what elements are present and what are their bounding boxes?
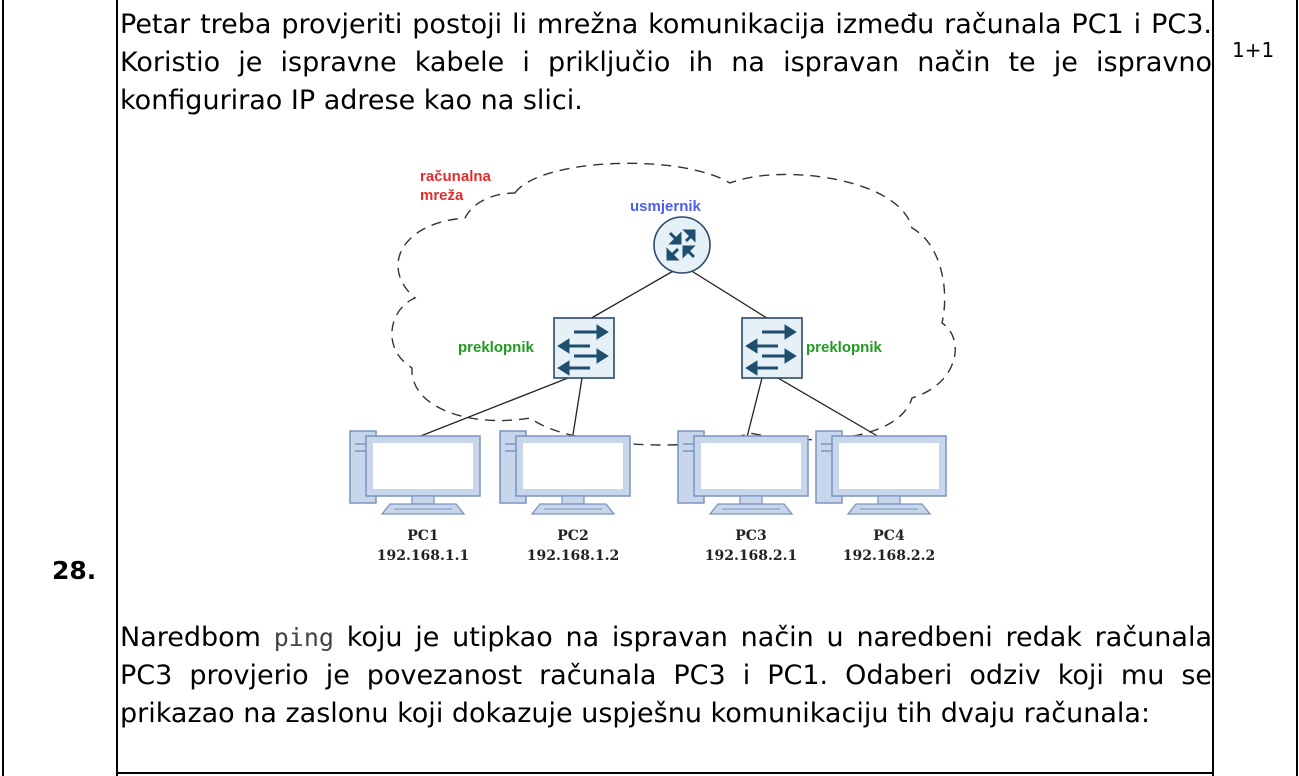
command-ping: ping [273, 623, 334, 652]
network-links [407, 269, 887, 442]
pc-ip-label: 192.168.2.1 [705, 548, 798, 564]
pc-name-label: PC3 [735, 528, 766, 544]
cloud-label-line1: računalna [420, 168, 492, 185]
question-body-after: koju je utipkao na ispravan način u nare… [120, 622, 1212, 729]
switch-left-icon [553, 317, 615, 379]
switch-left-label: preklopnik [458, 339, 535, 356]
network-diagram: računalna mreža usmjernik preklopnik pre… [349, 162, 956, 564]
question-number: 28. [52, 556, 97, 585]
pc-name-label: PC1 [407, 528, 438, 544]
question-points: 1+1 [1232, 38, 1275, 62]
pc-group: PC1 192.168.1.1 PC2 192.168.1.2 PC3 192.168.2… [349, 430, 947, 564]
switch-right-label: preklopnik [806, 339, 883, 356]
pc-name-label: PC4 [873, 528, 905, 544]
pc-icon [499, 430, 631, 515]
table-border-col1 [116, 0, 118, 776]
pc-icon [677, 430, 809, 515]
cloud-label-line2: mreža [420, 187, 464, 204]
pc-name-label: PC2 [557, 528, 588, 544]
pc-ip-label: 192.168.1.1 [377, 548, 470, 564]
pc-icon [349, 430, 481, 515]
question-body-before: Naredbom [120, 622, 274, 653]
question-intro: Petar treba provjeriti postoji li mrežna… [120, 9, 1212, 116]
switch-right-icon [741, 317, 803, 379]
network-cloud [391, 162, 956, 446]
table-border-right [1296, 0, 1298, 776]
pc-ip-label: 192.168.2.2 [843, 548, 936, 564]
table-border-left [2, 0, 4, 776]
router-label: usmjernik [630, 198, 702, 215]
question-body: Naredbom ping koju je utipkao na isprava… [120, 619, 1212, 733]
table-border-col2 [1212, 0, 1214, 776]
table-border-bottom [116, 772, 1214, 774]
pc-icon [815, 430, 947, 515]
router-icon [653, 216, 711, 274]
pc-ip-label: 192.168.1.2 [527, 548, 620, 564]
